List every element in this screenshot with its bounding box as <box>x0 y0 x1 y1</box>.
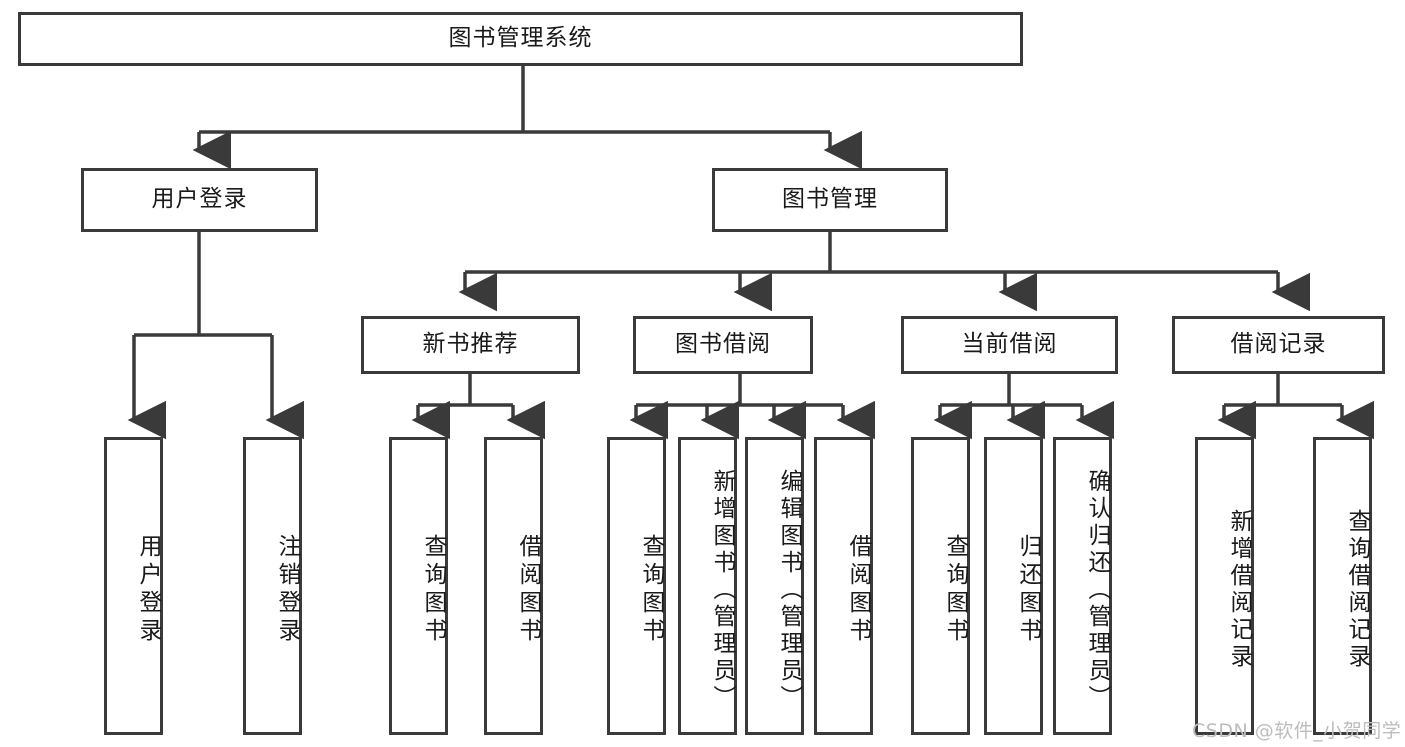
node-leaf-add-record-label: 新增借阅记录 <box>1226 509 1252 671</box>
node-book-manage-label: 图书管理 <box>782 186 878 213</box>
node-user-login-label: 用户登录 <box>151 186 248 213</box>
node-current-borrow-label: 当前借阅 <box>961 331 1058 358</box>
node-leaf-confirm-return[interactable]: 确认归还（管理员） <box>1053 437 1112 735</box>
node-leaf-borrow-book-2[interactable]: 借阅图书 <box>814 437 873 735</box>
node-leaf-logout-label: 注销登录 <box>274 534 300 646</box>
node-leaf-query-record-label: 查询借阅记录 <box>1344 509 1370 671</box>
node-leaf-query-book-1-label: 查询图书 <box>420 534 446 646</box>
node-leaf-query-book-2-label: 查询图书 <box>638 534 664 646</box>
node-leaf-add-book[interactable]: 新增图书（管理员） <box>678 437 737 735</box>
node-leaf-query-book-2[interactable]: 查询图书 <box>607 437 666 735</box>
node-leaf-user-login-label: 用户登录 <box>135 534 161 646</box>
node-book-borrow[interactable]: 图书借阅 <box>633 316 813 374</box>
node-borrow-record-label: 借阅记录 <box>1230 331 1327 358</box>
node-leaf-add-book-label: 新增图书（管理员） <box>709 468 735 712</box>
node-book-borrow-label: 图书借阅 <box>675 331 771 358</box>
node-leaf-query-record[interactable]: 查询借阅记录 <box>1313 437 1372 735</box>
node-leaf-return-book[interactable]: 归还图书 <box>984 437 1043 735</box>
node-leaf-confirm-return-label: 确认归还（管理员） <box>1084 468 1110 712</box>
node-current-borrow[interactable]: 当前借阅 <box>901 316 1118 374</box>
node-leaf-query-book-1[interactable]: 查询图书 <box>389 437 448 735</box>
node-leaf-borrow-book-1[interactable]: 借阅图书 <box>484 437 543 735</box>
node-leaf-query-book-3-label: 查询图书 <box>942 534 968 646</box>
node-leaf-edit-book-label: 编辑图书（管理员） <box>776 468 802 712</box>
node-leaf-return-book-label: 归还图书 <box>1015 534 1041 646</box>
node-new-book-recommend-label: 新书推荐 <box>422 331 519 358</box>
node-leaf-logout[interactable]: 注销登录 <box>243 437 302 735</box>
node-book-manage[interactable]: 图书管理 <box>712 168 948 232</box>
node-leaf-query-book-3[interactable]: 查询图书 <box>911 437 970 735</box>
node-new-book-recommend[interactable]: 新书推荐 <box>361 316 580 374</box>
node-leaf-add-record[interactable]: 新增借阅记录 <box>1195 437 1254 735</box>
watermark: CSDN @软件_小贺同学 <box>1192 720 1402 742</box>
node-root-label: 图书管理系统 <box>448 25 593 52</box>
node-borrow-record[interactable]: 借阅记录 <box>1172 316 1385 374</box>
node-leaf-user-login[interactable]: 用户登录 <box>104 437 163 735</box>
node-user-login[interactable]: 用户登录 <box>81 168 318 232</box>
node-leaf-borrow-book-2-label: 借阅图书 <box>845 534 871 646</box>
node-leaf-borrow-book-1-label: 借阅图书 <box>515 534 541 646</box>
node-leaf-edit-book[interactable]: 编辑图书（管理员） <box>745 437 804 735</box>
node-root[interactable]: 图书管理系统 <box>18 12 1023 66</box>
